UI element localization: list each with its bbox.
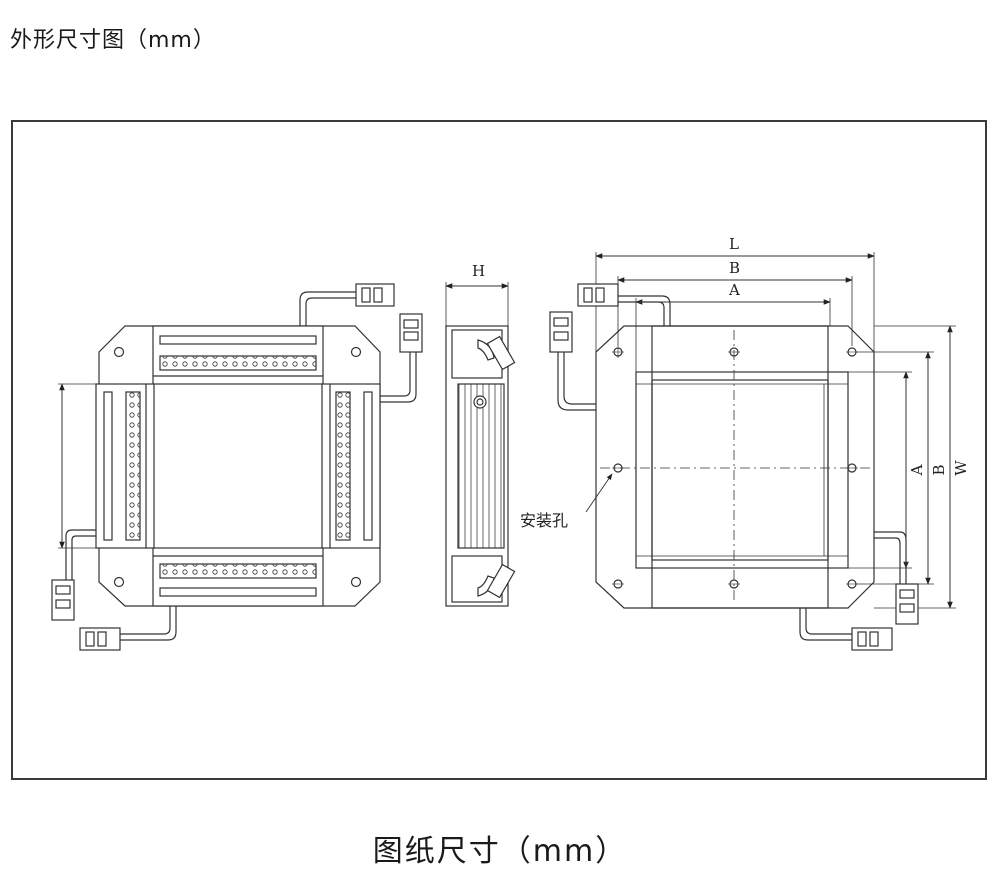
plate-inner-frame	[651, 325, 829, 609]
side-elevation-view	[445, 282, 516, 607]
callout-leader	[585, 473, 613, 513]
dim-label-b: B	[729, 259, 740, 277]
fan-top-housing	[152, 325, 324, 385]
top-plan-view	[51, 283, 423, 651]
drawing-caption: 图纸尺寸（mm）	[372, 834, 628, 869]
dim-label-b-side: B	[930, 464, 948, 475]
side-fins	[457, 383, 505, 549]
corner-hole	[113, 576, 125, 588]
corner-hole	[350, 346, 362, 358]
corner-hole	[113, 346, 125, 358]
page-title: 外形尺寸图（mm）	[10, 28, 216, 53]
plate-window	[635, 371, 849, 569]
plate-outline	[595, 325, 875, 609]
dim-label-a-side: A	[908, 464, 926, 476]
fan-left-housing	[95, 383, 155, 549]
mounting-hole-callout: 安装孔	[520, 511, 568, 530]
dim-label-l: L	[729, 235, 739, 253]
corner-hole	[350, 576, 362, 588]
fan-right-housing	[321, 383, 381, 549]
connector	[355, 283, 395, 307]
connector	[79, 627, 121, 651]
mounting-holes	[612, 346, 858, 589]
connector	[399, 313, 423, 353]
connector	[577, 283, 619, 307]
dim-label-w: W	[952, 460, 970, 476]
mounting-plate-view	[549, 252, 956, 651]
drawing-frame	[11, 120, 987, 780]
dim-label-h: H	[472, 262, 485, 280]
dim-label-a: A	[728, 281, 740, 299]
connector	[851, 627, 893, 651]
